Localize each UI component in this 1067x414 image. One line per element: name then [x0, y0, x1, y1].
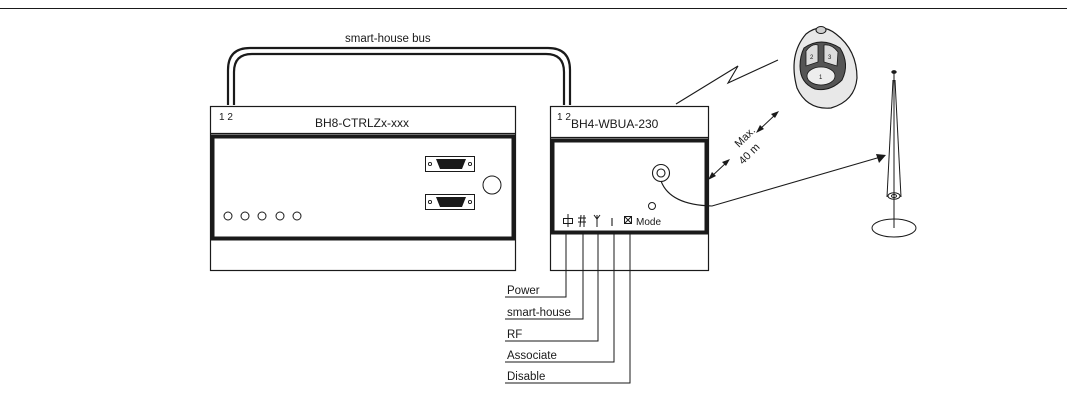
callout-power: Power [507, 285, 540, 297]
antenna-cable [660, 155, 885, 207]
remote-keyring-hole [815, 26, 827, 34]
remote-button-2-label: 2 [810, 55, 814, 61]
antenna-base [871, 218, 917, 238]
controller-unit: 1 2 BH8-CTRLZx-xxx [209, 105, 517, 272]
remote-control: 1 2 3 [793, 26, 858, 109]
range-arrow-lower [708, 159, 730, 180]
receiver-model: BH4-WBUA-230 [571, 117, 659, 131]
antenna-mount-coil [887, 192, 901, 200]
mode-label: Mode [636, 217, 661, 228]
mode-led [648, 202, 656, 210]
callout-rf: RF [507, 329, 522, 341]
callout-smart-house: smart-house [507, 307, 571, 319]
remote-button-2[interactable] [805, 44, 819, 67]
serial-port-2 [425, 194, 475, 210]
led-4 [275, 211, 285, 221]
controller-front-panel [210, 134, 516, 241]
controller-round-socket [482, 175, 502, 195]
callout-associate: Associate [507, 350, 557, 362]
remote-button-1-label: 1 [819, 75, 823, 81]
callout-lines [505, 232, 631, 384]
external-antenna [871, 70, 917, 238]
power-symbol [563, 214, 573, 227]
range-arrow-upper [756, 111, 779, 133]
controller-terminals: 1 2 [219, 112, 233, 123]
receiver-terminals: 1 2 [557, 112, 571, 123]
led-3 [257, 211, 267, 221]
controller-model: BH8-CTRLZx-xxx [315, 116, 409, 130]
controller-led-row [223, 211, 302, 221]
remote-button-3-label: 3 [828, 55, 832, 61]
led-1 [223, 211, 233, 221]
serial-port-1 [425, 156, 475, 172]
remote-button-1[interactable] [806, 66, 836, 86]
bus-label: smart-house bus [345, 33, 431, 45]
antenna-cable-arrowhead [876, 154, 886, 163]
cross-box-symbol [624, 216, 632, 224]
antenna-symbol [593, 214, 601, 227]
remote-button-3[interactable] [823, 44, 839, 67]
radio-signal [675, 59, 779, 105]
led-5 [292, 211, 302, 221]
led-2 [240, 211, 250, 221]
receiver-front-panel [550, 138, 709, 235]
callout-disable: Disable [507, 371, 545, 383]
bus-symbol [578, 214, 586, 228]
bus-cable [226, 46, 572, 105]
